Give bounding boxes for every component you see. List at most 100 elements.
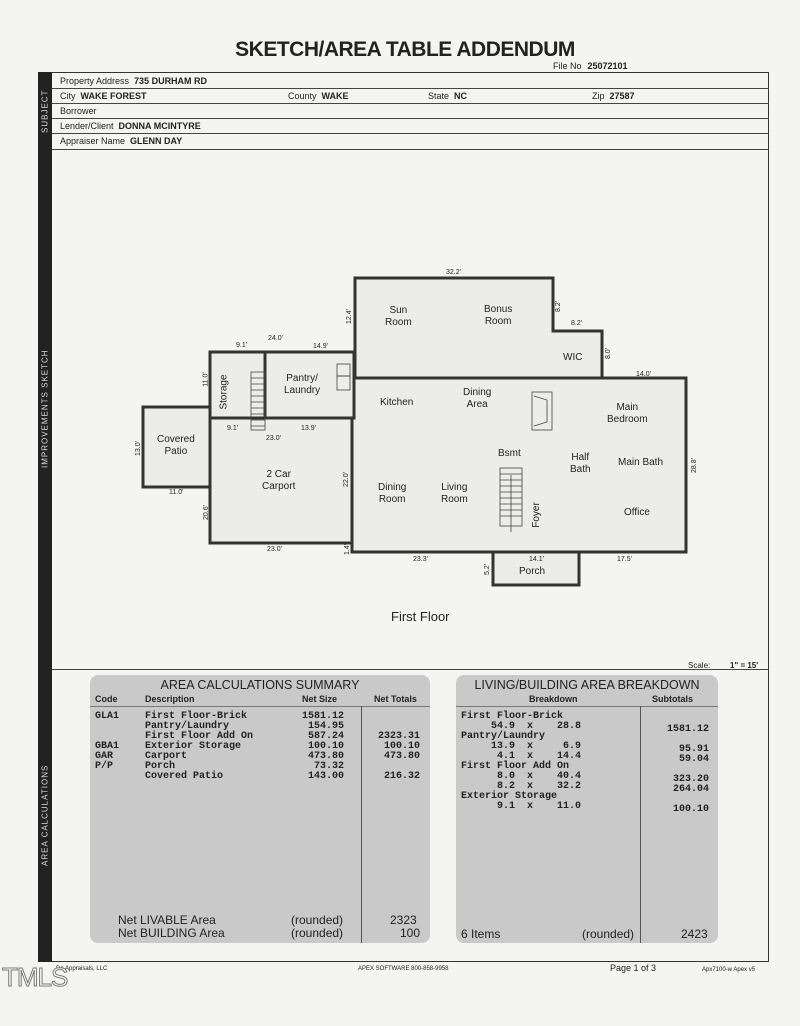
dim: 9.1' [236,342,248,349]
label: County [288,91,317,101]
net-livable-value: 2323 [390,913,417,927]
breakdown-text: Exterior Storage [461,791,558,802]
breakdown-subtotal: 264.04 [672,784,709,795]
county-field: County WAKE [288,89,349,104]
room-main-bedroom: Main Bedroom [607,402,648,425]
lender: DONNA MCINTYRE [118,121,201,131]
label: Borrower [60,106,97,116]
breakdown-subtotal: 323.20 [672,774,709,785]
fireplace-icon [531,391,553,431]
scale-value: 1" = 15' [730,661,759,670]
dim: 1.4' [344,543,352,556]
scale-label: Scale: [688,661,711,670]
dim: 23.0' [267,546,282,553]
summary-size: 473.80 [307,751,344,762]
label: State [428,91,450,101]
porch-outline [491,550,581,587]
breakdown-text: 54.9 x 28.8 [461,721,582,732]
dim: 23.0' [266,435,281,442]
footer-page: Page 1 of 3 [610,963,657,973]
net-building-value: 100 [400,926,421,940]
room-storage: Storage [218,374,230,410]
dim: 13.9' [301,425,316,432]
col-description: Description [145,694,195,704]
summary-desc: Exterior Storage [145,741,242,752]
summary-total: 100.10 [383,741,420,752]
room-main-bath: Main Bath [618,457,664,468]
room-wic: WIC [563,352,583,363]
summary-code: GAR [95,751,114,762]
page-title: SKETCH/AREA TABLE ADDENDUM [235,38,575,61]
col-breakdown: Breakdown [529,694,578,704]
floor-title: First Floor [391,609,450,624]
breakdown-total: 2423 [681,927,708,941]
summary-title: AREA CALCULATIONS SUMMARY [160,678,360,692]
col-subtotals: Subtotals [652,694,694,704]
patio-outline [141,405,212,489]
room-bsmt: Bsmt [498,448,521,459]
county: WAKE [321,91,349,101]
label: Lender/Client [60,121,114,131]
city: WAKE FOREST [80,91,147,101]
dim: 14.0' [636,371,651,378]
breakdown-text: 4.1 x 14.4 [461,751,582,762]
dim: 9.1' [227,425,239,432]
label: Appraiser Name [60,136,126,146]
watermark-logo: TMLS [1,962,68,993]
summary-size: 1581.12 [301,711,344,722]
room-dining-room: Dining Room [378,482,407,505]
breakdown-text: First Floor Add On [461,761,570,772]
dim: 13.0' [134,441,142,456]
dim: 5.2' [484,563,492,576]
dim: 11.0' [169,489,184,496]
summary-size: 587.24 [307,731,344,742]
breakdown-text: Pantry/Laundry [461,731,546,742]
breakdown-subtotal: 95.91 [678,744,709,755]
file-no-label: File No [553,61,582,71]
room-foyer: Foyer [530,502,542,528]
breakdown-subtotal: 1581.12 [666,724,709,735]
property-address-row: Property Address 735 DURHAM RD [52,74,769,89]
stairs-icon [250,371,523,532]
footer-company: Da Appraisals, LLC [56,966,108,972]
file-no-value: 25072101 [587,61,628,71]
summary-code: GLA1 [95,711,120,722]
footer-software: APEX SOFTWARE 800-858-9958 [358,966,449,972]
dim: 12.4' [345,309,353,324]
item-count: 6 Items [461,927,501,941]
dim: 20.6' [202,505,210,520]
col-net-size: Net Size [302,694,338,704]
col-net-totals: Net Totals [374,694,417,704]
breakdown-text: 9.1 x 11.0 [461,801,582,812]
breakdown-subtotal: 100.10 [672,804,709,815]
property-address: 735 DURHAM RD [134,76,208,86]
summary-size: 100.10 [307,741,344,752]
dim: 32.2' [446,269,461,276]
dim: 17.5' [617,556,632,563]
footer-form: Apx7100-w Apex v5 [702,967,756,973]
area-summary-panel: AREA CALCULATIONS SUMMARY Code Descripti… [90,675,430,943]
net-livable-rounded: (rounded) [291,913,344,927]
net-building-label: Net BUILDING Area [118,926,225,940]
summary-desc: First Floor-Brick [145,711,248,722]
state: NC [454,91,468,101]
summary-total: 216.32 [383,771,420,782]
section-sidebar: SUBJECT IMPROVEMENTS SKETCH AREA CALCULA… [38,72,52,962]
room-covered-patio: Covered Patio [157,434,195,457]
label: Property Address [60,76,130,86]
dim: 14.1' [529,556,544,563]
summary-total: 2323.31 [377,731,420,742]
summary-desc: Carport [145,751,188,762]
state-field: State NC [428,89,467,104]
dim: 8.2' [571,320,583,327]
summary-size: 143.00 [307,771,344,782]
room-office: Office [624,507,650,518]
summary-desc: Porch [145,761,176,772]
dim: 23.3' [413,556,428,563]
room-carport: 2 Car Carport [262,469,296,492]
breakdown-rounded: (rounded) [582,927,635,941]
dim: 8.2' [555,300,563,313]
